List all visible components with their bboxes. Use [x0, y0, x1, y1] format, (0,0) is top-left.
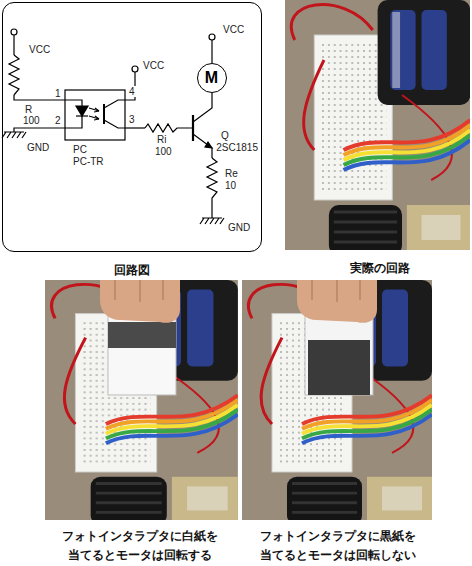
- circuit-label: VCC: [222, 24, 245, 35]
- motor-letter: M: [205, 69, 218, 87]
- ground-symbol: [2, 132, 26, 138]
- caption: フォトインタラプタに黒紙を 当てるとモータは回転しない: [256, 527, 420, 565]
- schematic-frame: 回路図M: [2, 2, 262, 252]
- schematic-wires: [2, 29, 224, 224]
- photo-white-paper: [45, 280, 238, 520]
- motor-symbol: M: [197, 63, 227, 93]
- resistor-symbol: [207, 158, 217, 218]
- photocoupler-box: [65, 90, 125, 140]
- ground-symbol: [200, 218, 224, 224]
- circuit-label: 4: [128, 86, 136, 97]
- circuit-label: GND: [26, 142, 50, 153]
- circuit-label: 2: [54, 115, 62, 126]
- circuit-label: 3: [128, 114, 136, 125]
- circuit-label: Re: [224, 168, 239, 179]
- caption: フォトインタラプタに白紙を 当てるとモータは回転する: [58, 527, 222, 565]
- diagram-heading: 回路図: [3, 262, 261, 279]
- circuit-label: 10: [224, 180, 237, 191]
- photo-black-paper: [242, 280, 432, 520]
- circuit-label: Q: [220, 130, 230, 141]
- photo-circuit: [285, 0, 470, 250]
- circuit-label: PC-TR: [72, 156, 105, 167]
- circuit-label: R: [24, 104, 33, 115]
- resistor-symbol: [145, 124, 193, 132]
- circuit-label: Ri: [156, 134, 167, 145]
- circuit-label: 1: [54, 88, 62, 99]
- circuit-label: VCC: [28, 44, 51, 55]
- circuit-label: GND: [227, 222, 251, 233]
- caption: 実際の回路: [320, 259, 440, 278]
- circuit-label: 2SC1815: [215, 142, 259, 153]
- resistor-symbol: [9, 55, 19, 95]
- circuit-label: 100: [154, 146, 173, 157]
- circuit-label: PC: [72, 144, 88, 155]
- circuit-label: VCC: [142, 60, 165, 71]
- circuit-label: 100: [22, 115, 41, 126]
